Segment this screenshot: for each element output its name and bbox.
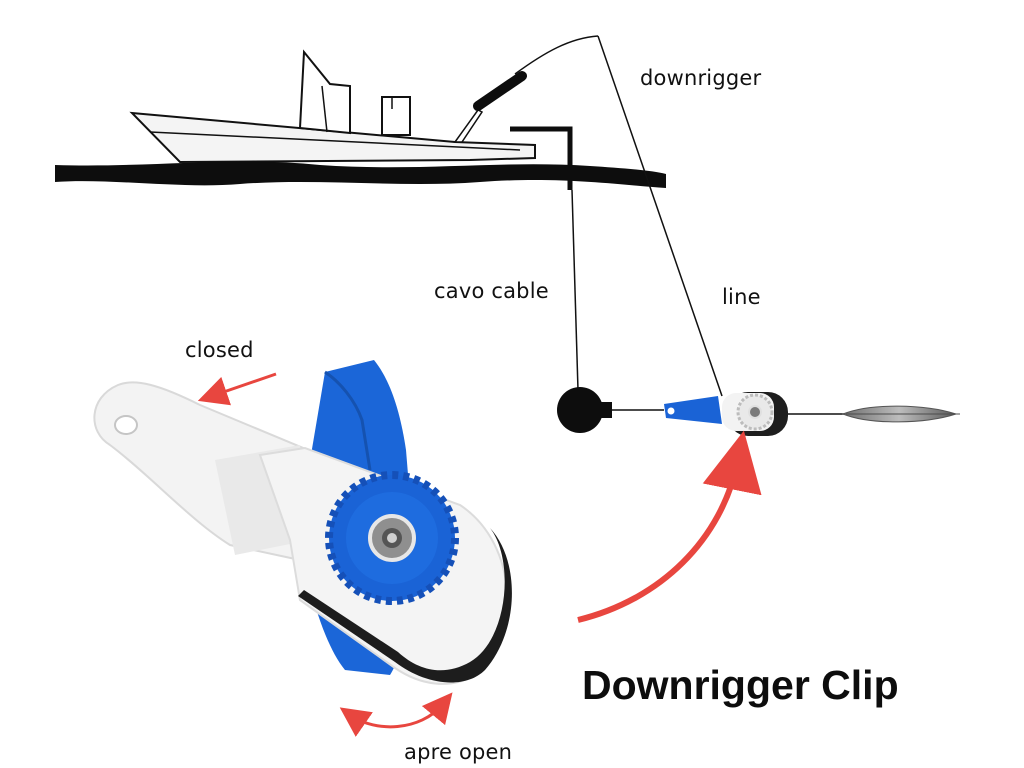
cable-line: [571, 189, 579, 391]
line-label: line: [722, 285, 761, 309]
downrigger-ball-icon: [557, 387, 664, 433]
cable-label: cavo cable: [434, 279, 549, 303]
pointer-arrow: [577, 430, 762, 623]
downrigger-boom: [510, 126, 579, 391]
water-surface: [55, 161, 666, 188]
boat-icon: [129, 49, 536, 164]
downrigger-rod: [473, 35, 723, 397]
closed-arrow: [197, 372, 277, 406]
open-rotate-arrow: [339, 692, 453, 737]
open-label: apre open: [404, 740, 513, 764]
diagram-title: Downrigger Clip: [582, 662, 899, 708]
lure-icon: [841, 405, 960, 423]
downrigger-label: downrigger: [640, 66, 762, 90]
downrigger-clip-closeup: [93, 360, 512, 685]
small-clip-icon: [664, 392, 845, 436]
closed-label: closed: [185, 338, 254, 362]
